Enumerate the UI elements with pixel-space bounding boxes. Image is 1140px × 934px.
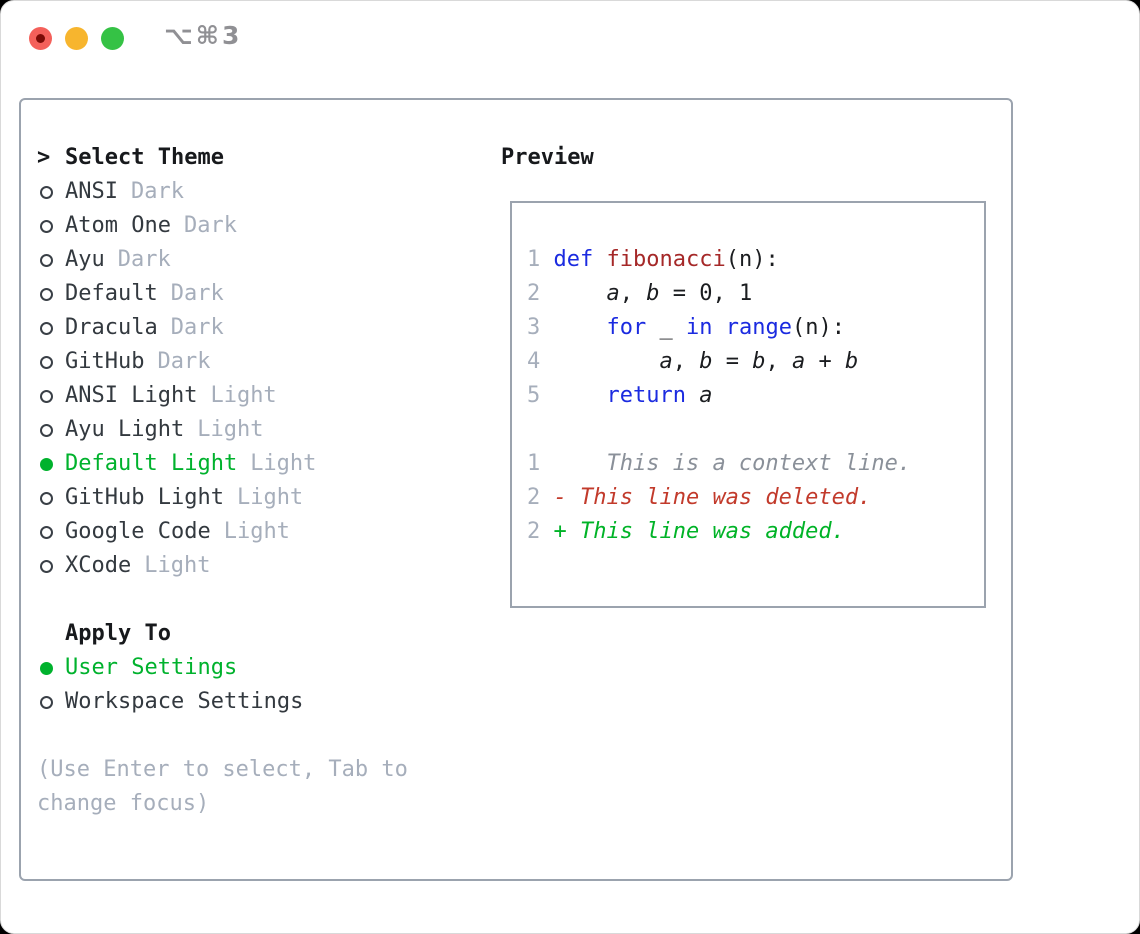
option-label: Default Light	[65, 451, 238, 476]
radio-icon	[40, 219, 53, 233]
theme-variant-label: Dark	[170, 281, 224, 306]
preview-line: 4 a, b = b, a + b	[527, 349, 859, 374]
focus-caret-icon: >	[37, 145, 51, 170]
theme-variant-label: Light	[144, 553, 211, 578]
theme-variant-label: Light	[250, 451, 317, 476]
radio-icon	[40, 355, 53, 369]
spacer	[37, 719, 489, 753]
apply-to-header: Apply To	[65, 621, 171, 646]
theme-option[interactable]: ANSI Light Light	[37, 379, 489, 413]
option-label: GitHub	[65, 349, 145, 374]
theme-variant-label: Light	[236, 485, 304, 510]
select-theme-header-row: > Select Theme	[37, 141, 489, 175]
close-dot-icon	[36, 34, 45, 43]
theme-option[interactable]: ANSI Dark	[37, 175, 489, 209]
theme-variant-label: Light	[210, 383, 277, 408]
option-label: ANSI Light	[65, 383, 198, 408]
theme-variant-label: Dark	[130, 179, 184, 204]
radio-icon	[40, 695, 53, 709]
preview-header: Preview	[501, 145, 594, 170]
radio-icon	[40, 287, 53, 301]
radio-icon	[40, 321, 53, 335]
apply-to-option[interactable]: Workspace Settings	[37, 685, 489, 719]
theme-variant-label: Light	[197, 417, 264, 442]
help-text: (Use Enter to select, Tab to change focu…	[37, 757, 408, 816]
apply-to-option[interactable]: User Settings	[37, 651, 489, 685]
apply-to-header-row: Apply To	[37, 617, 489, 651]
theme-option[interactable]: Atom One Dark	[37, 209, 489, 243]
radio-icon	[40, 253, 53, 267]
theme-variant-label: Dark	[170, 315, 224, 340]
theme-option[interactable]: GitHub Dark	[37, 345, 489, 379]
zoom-button-icon[interactable]	[101, 27, 124, 50]
option-label: Ayu Light	[65, 417, 185, 442]
option-label: Google Code	[65, 519, 211, 544]
preview-box: 1 def fibonacci(n): 2 a, b = 0, 1 3 for _ …	[510, 201, 986, 608]
preview-line: 1 This is a context line.	[527, 451, 912, 476]
option-label: Atom One	[65, 213, 171, 238]
theme-variant-label: Dark	[183, 213, 237, 238]
theme-option[interactable]: Dracula Dark	[37, 311, 489, 345]
preview-line: 5 return a	[527, 383, 713, 408]
preview-blank-line	[527, 413, 984, 447]
preview-line: 3 for _ in range(n):	[527, 315, 845, 340]
option-label: User Settings	[65, 655, 238, 680]
option-label: Ayu	[65, 247, 105, 272]
theme-option[interactable]: Ayu Dark	[37, 243, 489, 277]
radio-icon	[40, 559, 53, 573]
radio-icon	[40, 423, 53, 437]
option-label: Default	[65, 281, 158, 306]
theme-option[interactable]: Google Code Light	[37, 515, 489, 549]
preview-line: 2 - This line was deleted.	[527, 485, 872, 510]
theme-variant-label: Dark	[117, 247, 171, 272]
option-label: Workspace Settings	[65, 689, 304, 714]
preview-line: 2 a, b = 0, 1	[527, 281, 753, 306]
radio-icon	[40, 525, 53, 539]
preview-line: 2 + This line was added.	[527, 519, 845, 544]
radio-icon	[40, 491, 53, 505]
minimize-button-icon[interactable]	[65, 27, 88, 50]
option-label: ANSI	[65, 179, 118, 204]
radio-icon	[40, 185, 53, 199]
select-theme-header: Select Theme	[65, 145, 224, 170]
radio-selected-icon	[40, 457, 53, 471]
theme-option[interactable]: Ayu Light Light	[37, 413, 489, 447]
spacer	[37, 583, 489, 617]
window-title: ⌥⌘3	[164, 21, 243, 50]
option-label: Dracula	[65, 315, 158, 340]
theme-variant-label: Light	[223, 519, 290, 544]
theme-option[interactable]: GitHub Light Light	[37, 481, 489, 515]
theme-option[interactable]: XCode Light	[37, 549, 489, 583]
radio-selected-icon	[40, 661, 53, 675]
theme-option[interactable]: Default Light Light	[37, 447, 489, 481]
theme-variant-label: Dark	[157, 349, 211, 374]
radio-icon	[40, 389, 53, 403]
close-button-icon[interactable]	[29, 27, 52, 50]
option-label: XCode	[65, 553, 132, 578]
theme-option[interactable]: Default Dark	[37, 277, 489, 311]
option-label: GitHub Light	[65, 485, 224, 510]
preview-line: 1 def fibonacci(n):	[527, 247, 779, 272]
